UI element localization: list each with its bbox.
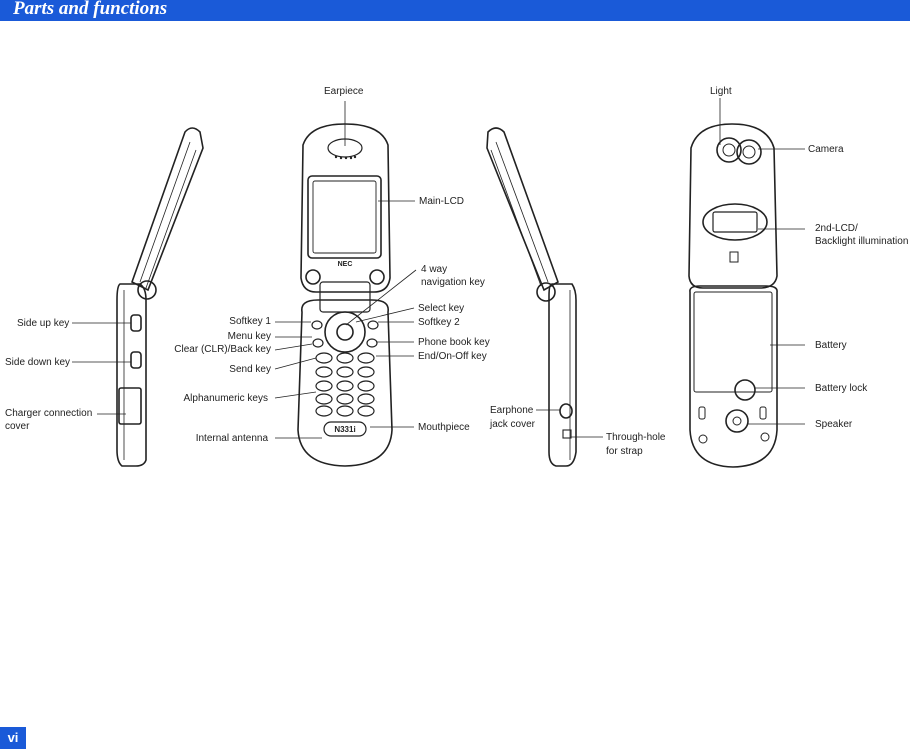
page-number: vi — [0, 727, 26, 749]
label-end-key: End/On-Off key — [418, 351, 487, 362]
label-side-down-key: Side down key — [5, 357, 71, 368]
phone-front-open: NEC — [297, 123, 393, 467]
label-menu-key: Menu key — [227, 331, 271, 342]
label-2nd-lcd-1: 2nd-LCD/ — [815, 223, 858, 234]
label-earpiece: Earpiece — [324, 86, 364, 97]
label-alphanumeric-keys: Alphanumeric keys — [183, 393, 268, 404]
label-softkey2: Softkey 2 — [418, 317, 460, 328]
label-main-lcd: Main-LCD — [419, 196, 465, 207]
leader-lines — [72, 98, 805, 439]
label-strap-1: Through-hole — [606, 432, 666, 443]
model-name: N331i — [334, 425, 355, 434]
label-mouthpiece: Mouthpiece — [418, 422, 470, 433]
label-earphone-1: Earphone — [490, 405, 534, 416]
label-clear-key: Clear (CLR)/Back key — [174, 344, 271, 355]
brand-logo: NEC — [338, 261, 353, 268]
phone-side-view-right — [486, 127, 577, 467]
label-internal-antenna: Internal antenna — [195, 433, 268, 444]
label-battery-lock: Battery lock — [815, 383, 868, 394]
label-earphone-2: jack cover — [490, 419, 536, 430]
label-nav-key-1: 4 way — [421, 264, 448, 275]
label-light: Light — [710, 86, 732, 97]
label-charger-1: Charger connection — [5, 408, 93, 419]
page-title: Parts and functions — [13, 0, 168, 19]
label-phone-book-key: Phone book key — [418, 337, 490, 348]
phone-back-view — [688, 123, 778, 468]
label-2nd-lcd-2: Backlight illumination — [815, 236, 909, 247]
label-send-key: Send key — [229, 364, 271, 375]
label-side-up-key: Side up key — [17, 318, 70, 329]
label-nav-key-2: navigation key — [421, 277, 485, 288]
label-select-key: Select key — [418, 303, 465, 314]
label-speaker: Speaker — [815, 419, 853, 430]
header-bar: Parts and functions — [0, 0, 910, 21]
label-softkey1: Softkey 1 — [229, 316, 271, 327]
label-charger-2: cover — [5, 421, 30, 432]
label-battery: Battery — [815, 340, 847, 351]
phone-side-view-left — [116, 127, 204, 467]
label-strap-2: for strap — [606, 446, 643, 457]
label-camera: Camera — [808, 144, 844, 155]
